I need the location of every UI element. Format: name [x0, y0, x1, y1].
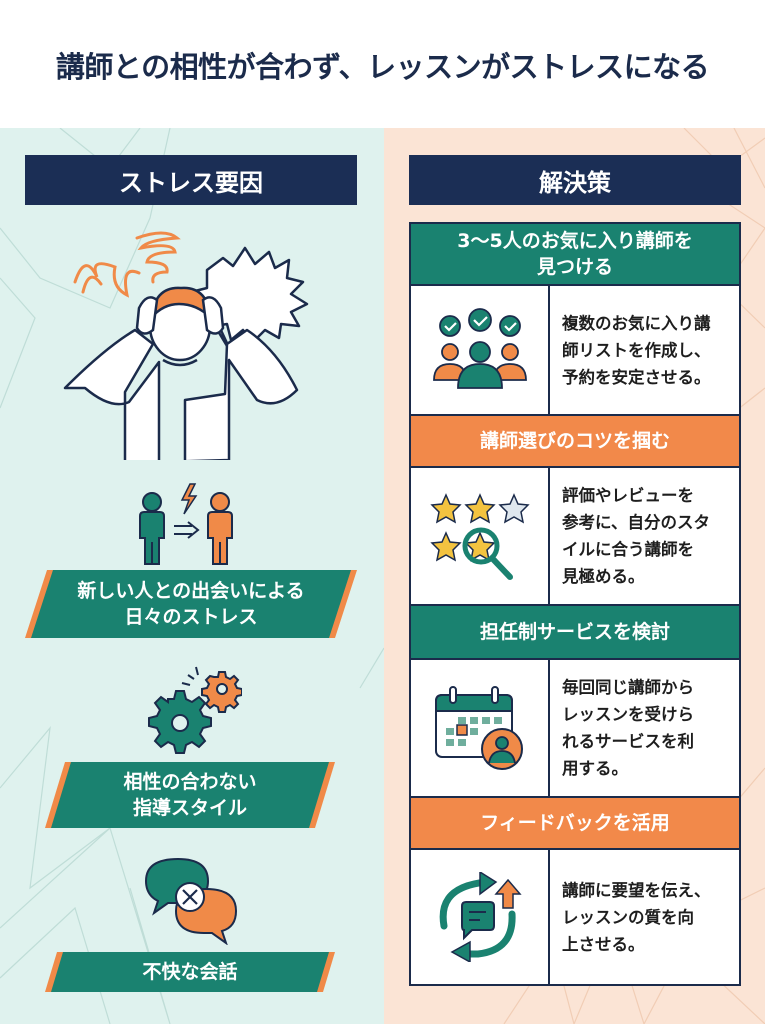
stressed-person-icon	[63, 231, 309, 460]
solution-text: 用する。	[562, 759, 628, 778]
solution-text: 見極める。	[562, 567, 645, 586]
solution-title: 担任制サービスを検討	[411, 604, 739, 660]
stress-factor-banner-1: 新しい人との出会いによる 日々のストレス	[25, 570, 357, 638]
solution-text: 予約を安定させる。	[562, 367, 711, 387]
stress-factor-label: 新しい人との出会いによる	[77, 580, 305, 602]
stress-factor-banner-3: 不快な会話	[45, 952, 335, 992]
solutions-header: 解決策	[409, 155, 741, 205]
solution-text: イルに合う講師を	[562, 540, 694, 559]
solution-text: 参考に、自分のスタ	[562, 513, 711, 532]
calendar-person-icon	[434, 686, 523, 770]
solution-text: 講師に要望を伝え、	[562, 880, 711, 900]
solution-text: 上させる。	[562, 934, 645, 954]
page-title: 講師との相性が合わず、レッスンがストレスになる	[55, 50, 710, 84]
solution-text: 評価やレビューを	[562, 486, 694, 505]
scribble-icon	[73, 231, 181, 298]
solution-text: れるサービスを利	[562, 732, 694, 751]
people-exchange-icon	[139, 483, 233, 565]
star-rating-search-icon	[429, 493, 530, 580]
solution-text: レッスンの質を向	[562, 907, 694, 927]
group-approved-icon	[432, 308, 527, 389]
solution-title: フィードバックを活用	[411, 796, 739, 850]
stress-factor-label: 日々のストレス	[124, 606, 258, 628]
stress-factor-label: 相性の合わない	[123, 771, 257, 793]
mismatched-gears-icon	[148, 666, 242, 754]
solution-text: 毎回同じ講師から	[562, 678, 694, 697]
solution-title: 3〜5人のお気に入り講師を 見つける	[411, 224, 739, 286]
solution-text: 複数のお気に入り講	[562, 313, 711, 333]
title-area: 講師との相性が合わず、レッスンがストレスになる	[0, 0, 765, 128]
feedback-cycle-icon	[439, 872, 522, 962]
stress-factor-label: 不快な会話	[142, 961, 238, 983]
stress-factor-label: 指導スタイル	[132, 797, 247, 819]
solution-title: 講師選びのコツを掴む	[411, 414, 739, 468]
stress-factor-banner-2: 相性の合わない 指導スタイル	[45, 762, 335, 828]
solution-text: レッスンを受けら	[562, 705, 694, 724]
solution-text: 師リストを作成し、	[562, 340, 711, 360]
solution-card-1: 3〜5人のお気に入り講師を 見つける	[409, 222, 741, 986]
conflict-chat-icon	[144, 857, 238, 945]
stress-factors-header: ストレス要因	[25, 155, 357, 205]
